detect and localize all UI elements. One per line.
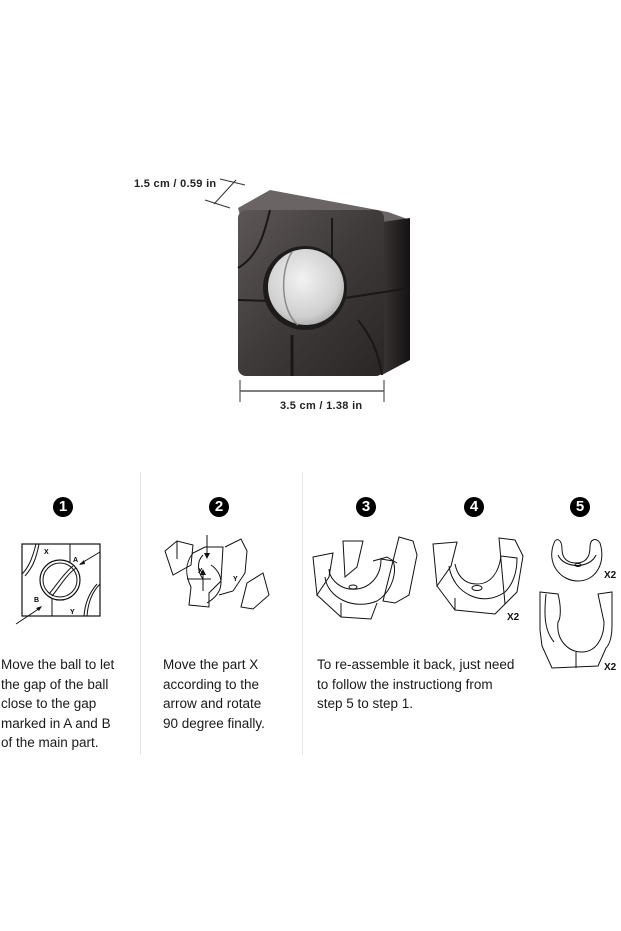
product-photo [120, 160, 420, 420]
reassemble-text: To re-assemble it back, just need to fol… [317, 657, 515, 711]
step-4-multiplier: X2 [507, 612, 520, 623]
svg-text:B: B [34, 597, 39, 604]
svg-text:A: A [73, 557, 78, 564]
step-3-badge: 3 [356, 497, 376, 517]
step-5-top-multiplier: X2 [604, 570, 617, 581]
divider-1 [140, 472, 141, 755]
puzzle-cube-image [204, 178, 411, 402]
step-1-diagram: X A B Y [14, 540, 106, 625]
width-dimension-label: 3.5 cm / 1.38 in [280, 400, 363, 412]
svg-text:X: X [44, 549, 49, 556]
step-4-diagram [432, 537, 525, 622]
step-2-diagram: X Y [163, 535, 273, 625]
svg-text:X: X [198, 568, 203, 575]
step-5-bottom-multiplier: X2 [604, 662, 617, 673]
step-3-diagram [312, 536, 421, 625]
step-2-badge: 2 [209, 497, 229, 517]
svg-text:Y: Y [233, 576, 238, 583]
step-4-badge: 4 [464, 497, 484, 517]
divider-2 [302, 472, 303, 755]
step-1-badge: 1 [53, 497, 73, 517]
step-5-bottom-diagram [538, 590, 616, 672]
svg-text:Y: Y [70, 609, 75, 616]
step-5-top-diagram [546, 535, 606, 585]
step-2-text: Move the part X according to the arrow a… [163, 657, 265, 731]
depth-dimension-label: 1.5 cm / 0.59 in [134, 178, 217, 190]
step-5-badge: 5 [570, 497, 590, 517]
step-1-text: Move the ball to let the gap of the ball… [1, 657, 115, 750]
